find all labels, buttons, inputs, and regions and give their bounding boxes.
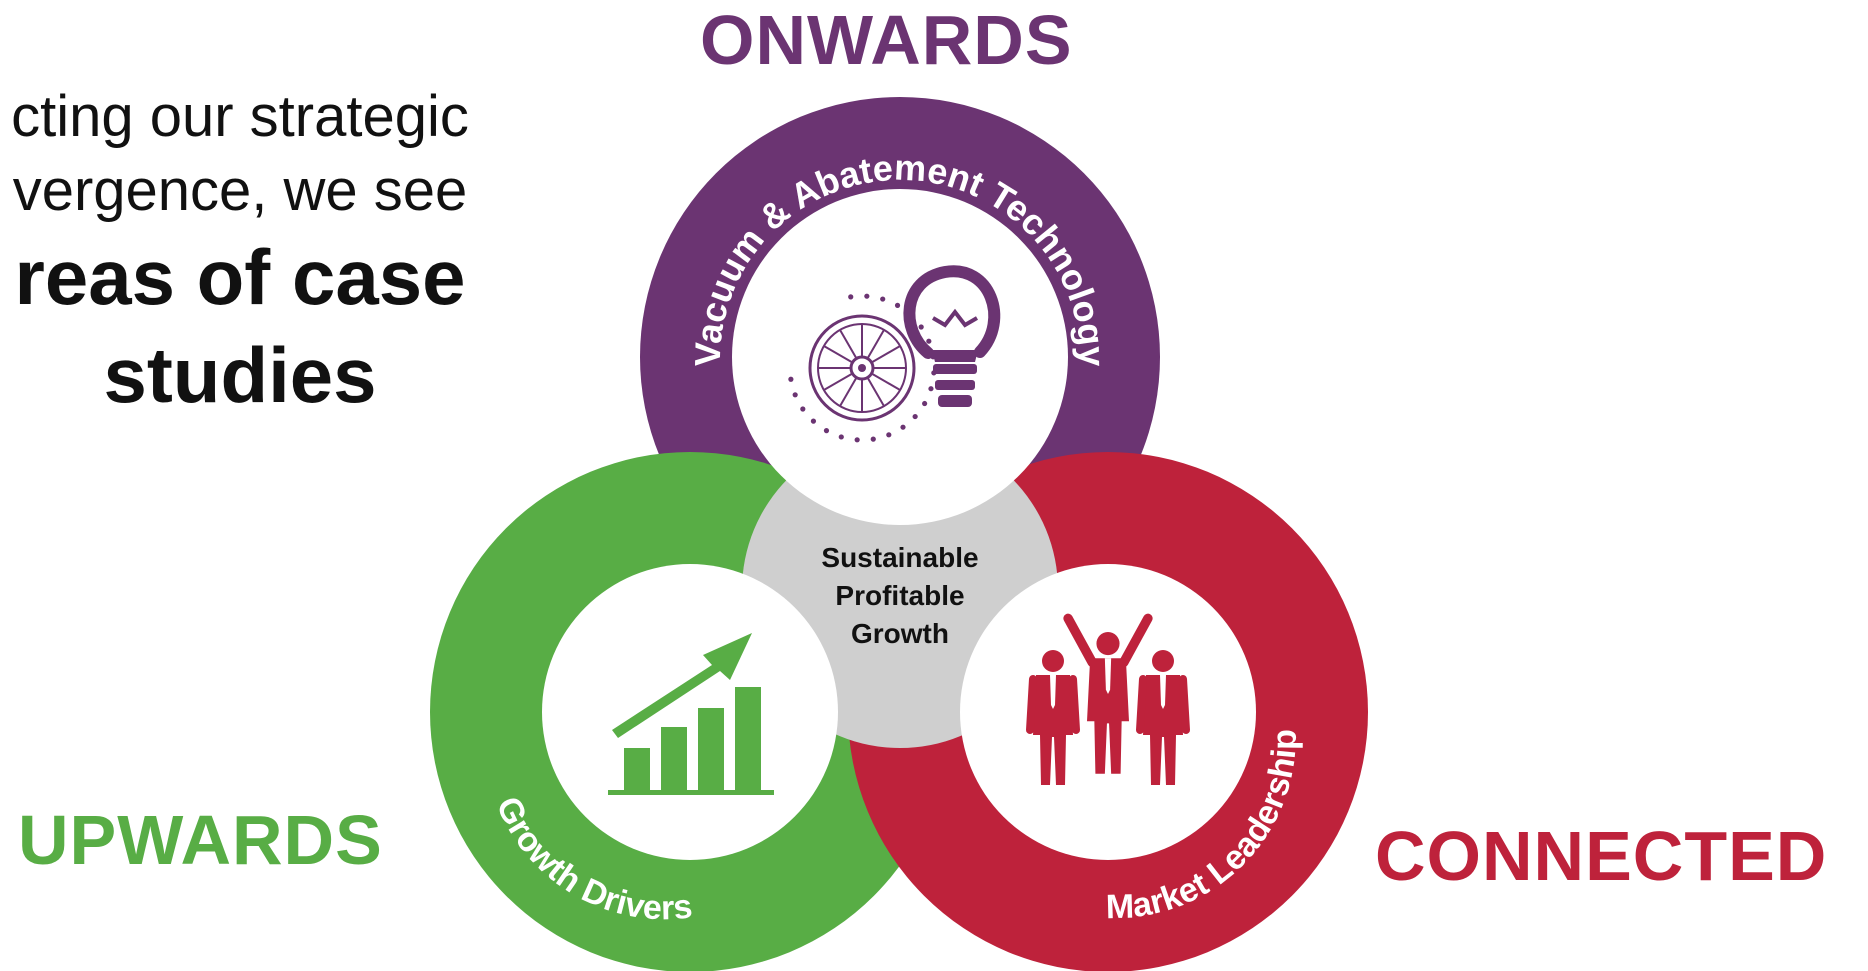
- person-figure: [1063, 613, 1153, 774]
- center-line-2: Profitable: [835, 580, 964, 611]
- intro-line-2: vergence, we see: [12, 158, 468, 223]
- top-inner-disc: [732, 189, 1068, 525]
- intro-text-block: cting our strategic vergence, we see rea…: [0, 0, 500, 450]
- wheel-and-lightbulb-icon: [788, 265, 1001, 443]
- heading-upwards: UPWARDS: [18, 801, 383, 879]
- heading-connected: CONNECTED: [1375, 817, 1828, 895]
- intro-line-4: studies: [103, 331, 377, 419]
- center-line-3: Growth: [851, 618, 949, 649]
- left-inner-disc: [542, 564, 838, 860]
- intro-line-3: reas of case: [14, 233, 466, 321]
- person-figure: [1136, 650, 1190, 785]
- center-line-1: Sustainable: [821, 542, 978, 573]
- person-figure: [1026, 650, 1080, 785]
- team-celebrating-icon: [1026, 613, 1190, 785]
- heading-onwards: ONWARDS: [700, 1, 1073, 79]
- intro-text: cting our strategic vergence, we see rea…: [0, 80, 500, 424]
- rising-bar-chart-icon: [608, 633, 774, 795]
- intro-line-1: cting our strategic: [11, 84, 469, 149]
